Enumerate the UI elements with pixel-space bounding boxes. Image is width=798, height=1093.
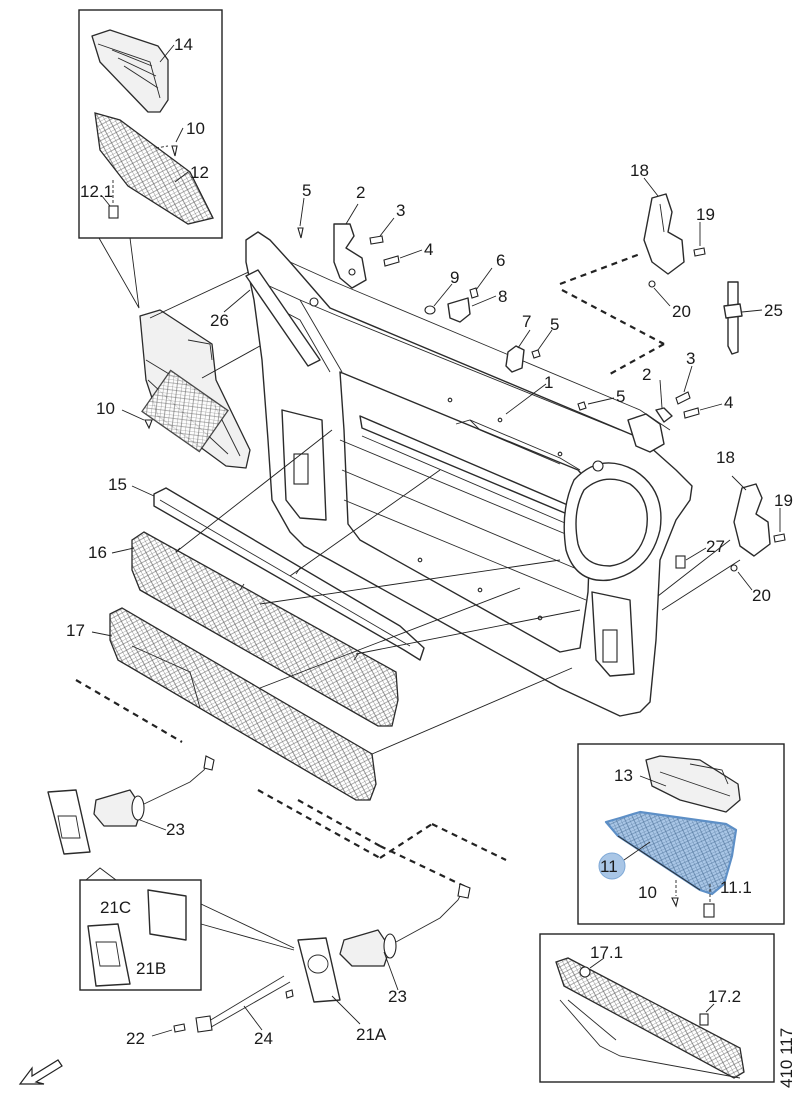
label-21B: 21B	[136, 959, 166, 978]
inset-fog-cover: 21C 21B	[79, 867, 295, 991]
label-11-1: 11.1	[720, 878, 752, 897]
label-23-left: 23	[166, 820, 185, 839]
top-hardware: 5 2 3 4 9 6 8 7 5 1	[297, 181, 625, 415]
right-hinge-hardware: 2 3 4	[627, 349, 733, 453]
label-11: 11	[600, 857, 618, 876]
reference-lines	[75, 429, 581, 889]
label-20-bottom: 20	[752, 586, 771, 605]
label-2-top: 2	[356, 183, 365, 202]
label-27: 27	[706, 537, 725, 556]
label-21C: 21C	[100, 898, 131, 917]
label-12-1: 12.1	[80, 182, 113, 201]
lower-right-bracket: 18 19 20 27	[657, 448, 793, 611]
label-4-top: 4	[424, 240, 433, 259]
label-17-2: 17.2	[708, 987, 741, 1006]
label-18-bottom: 18	[716, 448, 735, 467]
label-7: 7	[522, 312, 531, 331]
label-5-mid: 5	[550, 315, 559, 334]
grille-15-strip: 15	[108, 475, 425, 661]
label-20-top: 20	[672, 302, 691, 321]
label-10-inset: 10	[186, 119, 205, 138]
label-14: 14	[174, 35, 193, 54]
label-16: 16	[88, 543, 107, 562]
label-25: 25	[764, 301, 783, 320]
label-26: 26	[210, 311, 229, 330]
label-23-right: 23	[388, 987, 407, 1006]
grille-17: 17	[66, 607, 377, 801]
label-24: 24	[254, 1029, 273, 1048]
label-5-right: 5	[616, 387, 625, 406]
label-13: 13	[614, 766, 633, 785]
label-5-top: 5	[302, 181, 311, 200]
label-1: 1	[544, 373, 553, 392]
part-25-strap: 25	[723, 281, 783, 355]
inset-callout-lines	[98, 237, 140, 309]
figure-code: 410 117	[777, 1028, 796, 1088]
direction-arrow-icon	[18, 1059, 63, 1085]
label-21A: 21A	[356, 1025, 387, 1044]
label-4-right: 4	[724, 393, 733, 412]
upper-right-bracket: 18 19 20	[559, 161, 715, 375]
label-3-right: 3	[686, 349, 695, 368]
label-2-right: 2	[642, 365, 651, 384]
label-22: 22	[126, 1029, 145, 1048]
left-lamp-assembly: 10	[96, 261, 297, 469]
label-8: 8	[498, 287, 507, 306]
part-26-bracket: 26	[210, 269, 321, 367]
fog-lamp-right: 23 21A 24 22	[126, 883, 471, 1048]
radiator-support-frame	[245, 231, 693, 717]
inset-headlamp-right: 13 11 10 11.1	[577, 743, 785, 925]
label-15: 15	[108, 475, 127, 494]
label-10-inset-right: 10	[638, 883, 657, 902]
label-6: 6	[496, 251, 505, 270]
label-19-top: 19	[696, 205, 715, 224]
highlight-badge	[598, 852, 626, 880]
inset-grille-detail: 17.1 17.2	[539, 933, 775, 1083]
label-9: 9	[450, 268, 459, 287]
label-12: 12	[190, 163, 209, 182]
label-18-top: 18	[630, 161, 649, 180]
inset-headlamp-top: 14 10 12 12.1	[78, 9, 223, 239]
label-17: 17	[66, 621, 85, 640]
label-17-1: 17.1	[590, 943, 623, 962]
label-3-top: 3	[396, 201, 405, 220]
fog-lamp-left: 23	[47, 755, 215, 855]
label-19-bottom: 19	[774, 491, 793, 510]
label-10-left: 10	[96, 399, 115, 418]
